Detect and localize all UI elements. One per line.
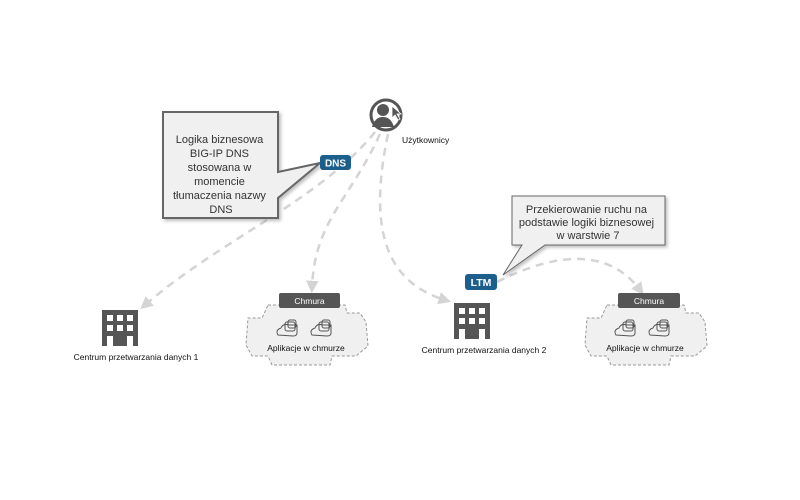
users-label: Użytkownicy xyxy=(402,135,450,145)
ltm-badge-label: LTM xyxy=(471,277,492,289)
ltm-badge xyxy=(465,274,497,290)
connector-users-cloud1 xyxy=(306,133,382,294)
ltm-callout-text: Przekierowanie ruchu na podstawie logiki… xyxy=(519,204,657,242)
connector-ltm-cloud2 xyxy=(496,257,644,295)
cloud-2-label: Aplikacje w chmurze xyxy=(606,343,684,353)
connector-users-dc1 xyxy=(140,131,376,310)
connector-users-dc2 xyxy=(378,133,451,305)
datacenter-1-label: Centrum przetwarzania danych 1 xyxy=(74,352,199,362)
dns-badge xyxy=(320,155,351,170)
ltm-callout xyxy=(502,195,666,276)
cloud-2-tab: Chmura xyxy=(634,296,665,306)
cloud-1: Chmura Aplikacje w chmurze xyxy=(245,293,369,366)
cloud-1-label: Aplikacje w chmurze xyxy=(267,343,345,353)
building-icon xyxy=(454,303,490,339)
cloud-1-tab: Chmura xyxy=(294,296,325,306)
dns-callout-text: Logika biznesowa BIG-IP DNS stosowana w … xyxy=(173,134,269,216)
datacenter-2-label: Centrum przetwarzania danych 2 xyxy=(422,345,547,355)
dns-callout xyxy=(162,111,321,219)
building-icon xyxy=(102,310,138,346)
users-icon[interactable] xyxy=(369,98,403,132)
dns-badge-label: DNS xyxy=(325,159,346,170)
cloud-2: Chmura Aplikacje w chmurze xyxy=(584,293,708,366)
